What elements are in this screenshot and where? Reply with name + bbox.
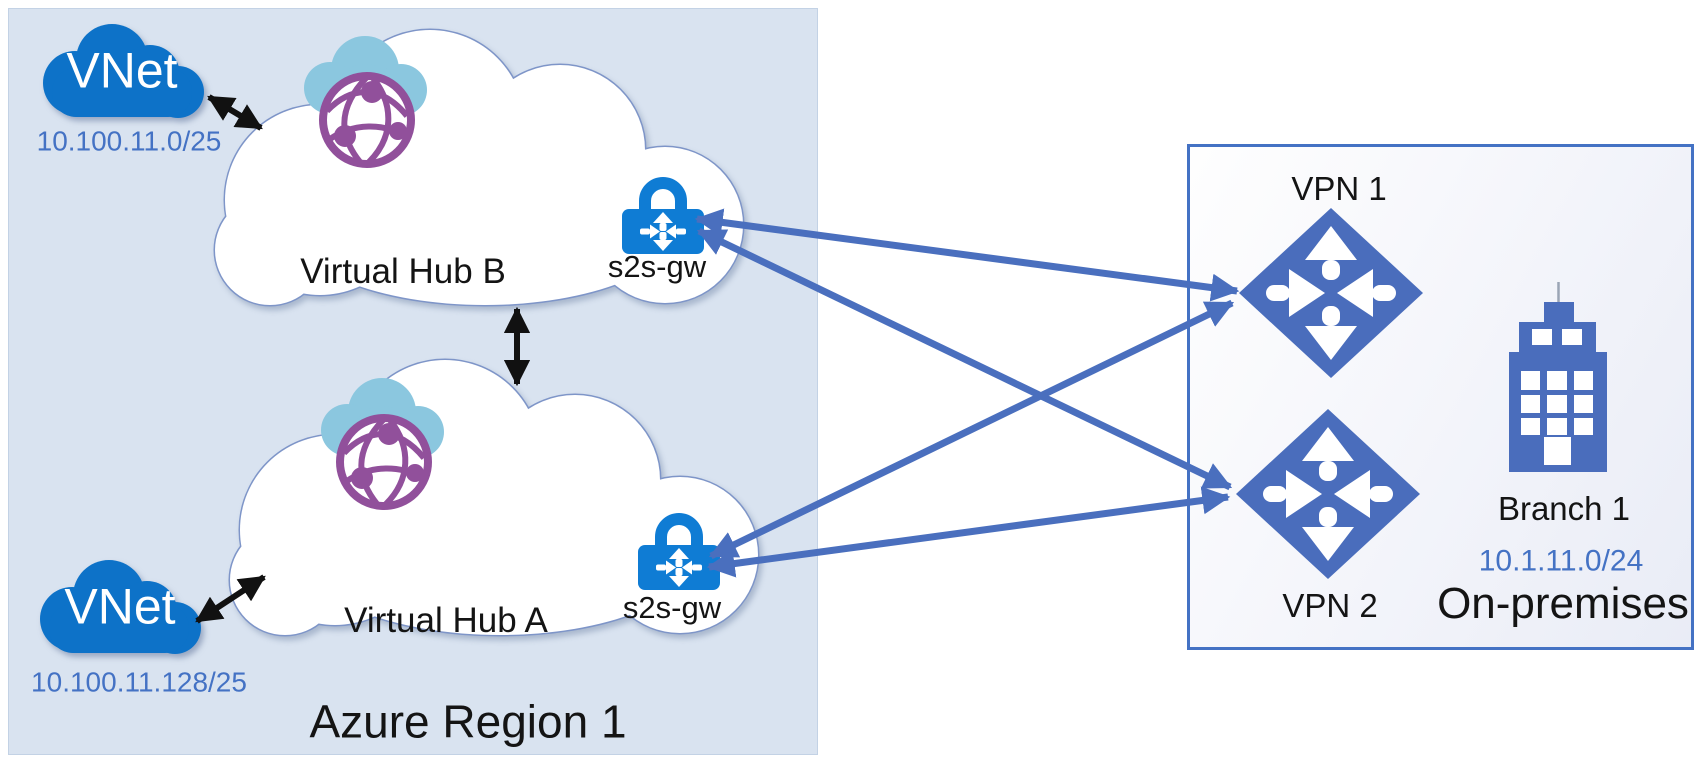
branch-label: Branch 1 bbox=[1497, 489, 1631, 527]
vnet2-label: VNet bbox=[64, 578, 176, 635]
arrow-hubA-gw-vpn2 bbox=[706, 486, 1231, 578]
arrow-hubB-gw-vpn2 bbox=[696, 227, 1233, 491]
vnet1-label: VNet bbox=[66, 42, 178, 99]
vnet2-cidr: 10.100.11.128/25 bbox=[31, 666, 247, 698]
vwan-globe-icon bbox=[340, 418, 428, 506]
vpn-site-icon-1 bbox=[1239, 208, 1423, 378]
branch-building-icon bbox=[1509, 282, 1607, 472]
local-connections bbox=[195, 94, 531, 624]
branch-cidr: 10.1.11.0/24 bbox=[1478, 544, 1644, 578]
vpn1-label: VPN 1 bbox=[1291, 169, 1387, 207]
on-premises-label: On-premises bbox=[1437, 578, 1689, 628]
on-premises-container bbox=[1187, 144, 1694, 650]
virtual-hub-a-label: Virtual Hub A bbox=[344, 600, 548, 640]
virtual-hub-b-label: Virtual Hub B bbox=[300, 251, 506, 291]
arrow-hubB-gw-vpn1 bbox=[694, 208, 1240, 302]
vnet1-cidr: 10.100.11.0/25 bbox=[36, 125, 222, 157]
arrow-hubA-gw-vpn1 bbox=[708, 299, 1235, 560]
vpn-site-icon-2 bbox=[1236, 409, 1420, 579]
arrow-vnet1-hubB bbox=[207, 94, 263, 131]
azure-region-label: Azure Region 1 bbox=[309, 695, 627, 748]
arrow-vnet2-hubA bbox=[195, 574, 266, 624]
vwan-globe-icon bbox=[323, 76, 411, 164]
hub-a-gateway-label: s2s-gw bbox=[622, 589, 722, 625]
vpn2-label: VPN 2 bbox=[1282, 586, 1378, 624]
s2s-vpn-connections bbox=[694, 208, 1240, 578]
hub-b-gateway-label: s2s-gw bbox=[607, 248, 707, 284]
